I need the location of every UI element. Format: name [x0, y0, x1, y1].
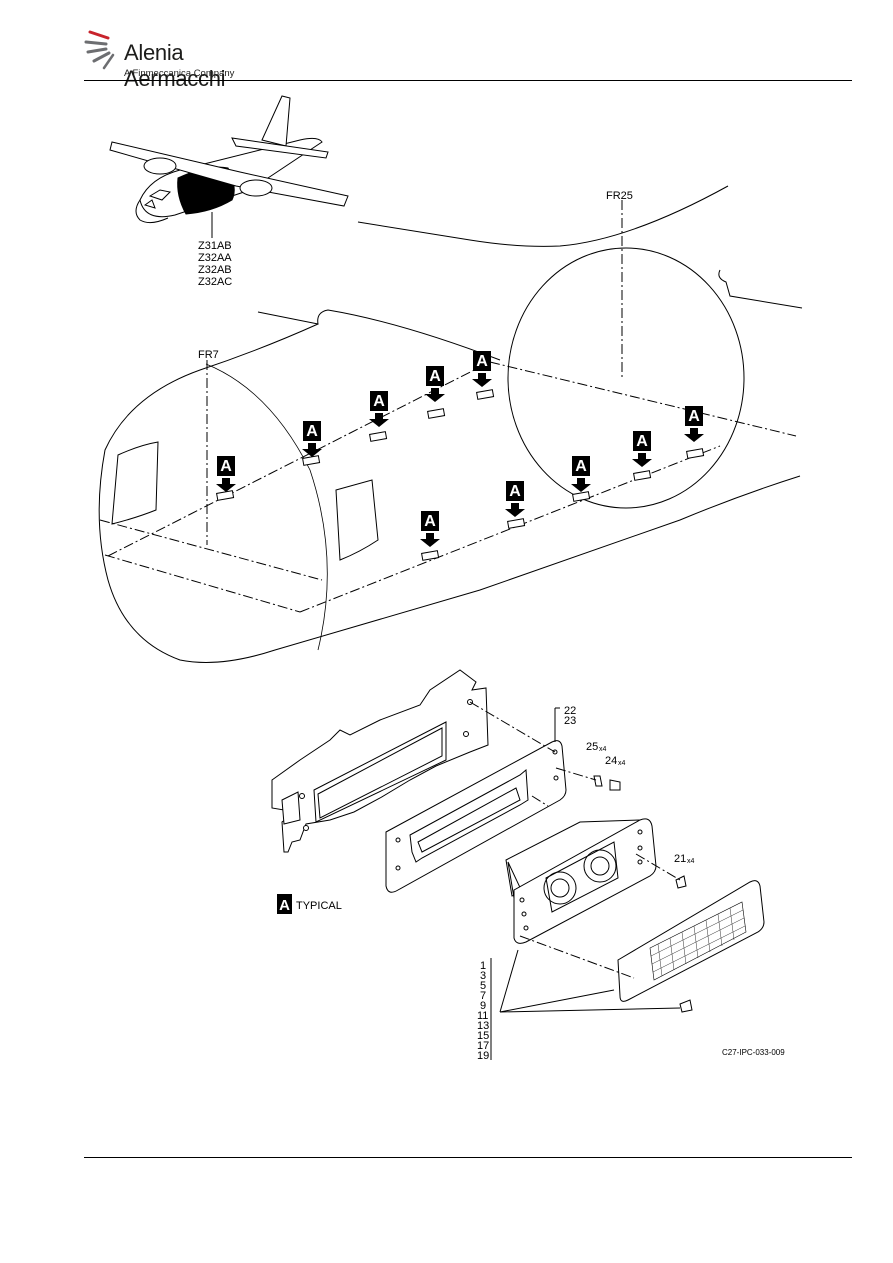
lens-cover: [617, 880, 765, 1002]
footer-rule: [84, 1157, 852, 1158]
frame-label-fwd: FR7: [198, 349, 219, 361]
zone-label: Z31AB: [198, 240, 232, 252]
callout-25-qty: x4: [599, 746, 607, 753]
detail-a-marker: [472, 351, 492, 387]
light-fixture: [476, 389, 495, 400]
light-fixture: [216, 490, 235, 501]
detail-a-marker: [425, 366, 445, 402]
light-fixture: [421, 550, 440, 561]
callout-item: 19: [477, 1050, 489, 1062]
light-fixture: [427, 408, 446, 419]
drawing-id: C27-IPC-033-009: [722, 1048, 785, 1057]
header-rule: [84, 80, 852, 81]
fuselage-section: [98, 185, 803, 663]
company-subtitle: A Finmeccanica Company: [124, 68, 235, 79]
frame-labels: FR7 FR25: [198, 190, 633, 361]
detail-a-legend-letter: A: [279, 897, 290, 914]
light-locations-upper: [216, 351, 495, 501]
legend-text: TYPICAL: [296, 900, 342, 912]
light-locations-lower: [420, 406, 705, 561]
light-fixture: [369, 431, 388, 442]
callout-24: 24: [605, 755, 617, 767]
callout-23: 23: [564, 715, 576, 727]
light-fixture: [572, 491, 591, 502]
light-fixture: [507, 518, 526, 529]
detail-legend: A TYPICAL: [277, 894, 342, 914]
callout-21-qty: x4: [687, 858, 695, 865]
callout-item: 9: [480, 1000, 486, 1012]
aircraft-locator: [109, 95, 349, 238]
company-logo: Alenia Aermacchi A Finmeccanica Company: [84, 24, 284, 91]
callout-item: 17: [477, 1040, 489, 1052]
callout-25: 25: [586, 741, 598, 753]
zone-labels: Z31AB Z32AA Z32AB Z32AC: [198, 240, 232, 288]
callout-item: 13: [477, 1020, 489, 1032]
exploded-detail: [271, 669, 765, 1060]
detail-a-marker: [684, 406, 704, 442]
callout-24-qty: x4: [618, 760, 626, 767]
zone-label: Z32AB: [198, 264, 232, 276]
detail-a-marker: [216, 456, 236, 492]
light-fixture: [302, 455, 321, 466]
light-bezel: [513, 818, 657, 944]
detail-a-marker: [505, 481, 525, 517]
callout-item: 7: [480, 990, 486, 1002]
callout-item: 11: [477, 1010, 488, 1022]
callout-22: 22: [564, 705, 576, 717]
zone-label: Z32AA: [198, 252, 232, 264]
callout-item: 15: [477, 1030, 489, 1042]
frame-label-aft: FR25: [606, 190, 633, 202]
light-fixture: [633, 470, 652, 481]
callout-21: 21: [674, 853, 686, 865]
detail-a-legend-box: [277, 894, 292, 914]
detail-a-marker: [302, 421, 322, 457]
detail-a-marker: [571, 456, 591, 492]
detail-a-marker: [420, 511, 440, 547]
callout-labels: 22 23 25 x4 24 x4 21 x4 1 3 5 7 9 11 13 …: [477, 705, 695, 1062]
zone-label: Z32AC: [198, 276, 232, 288]
callout-item: 5: [480, 980, 486, 992]
logo-swoosh-icon: [84, 30, 115, 70]
callout-item: 3: [480, 970, 486, 982]
company-name: Alenia Aermacchi: [124, 40, 226, 91]
detail-a-marker: [632, 431, 652, 467]
callout-item: 1: [480, 960, 486, 972]
light-fixture: [686, 448, 705, 459]
